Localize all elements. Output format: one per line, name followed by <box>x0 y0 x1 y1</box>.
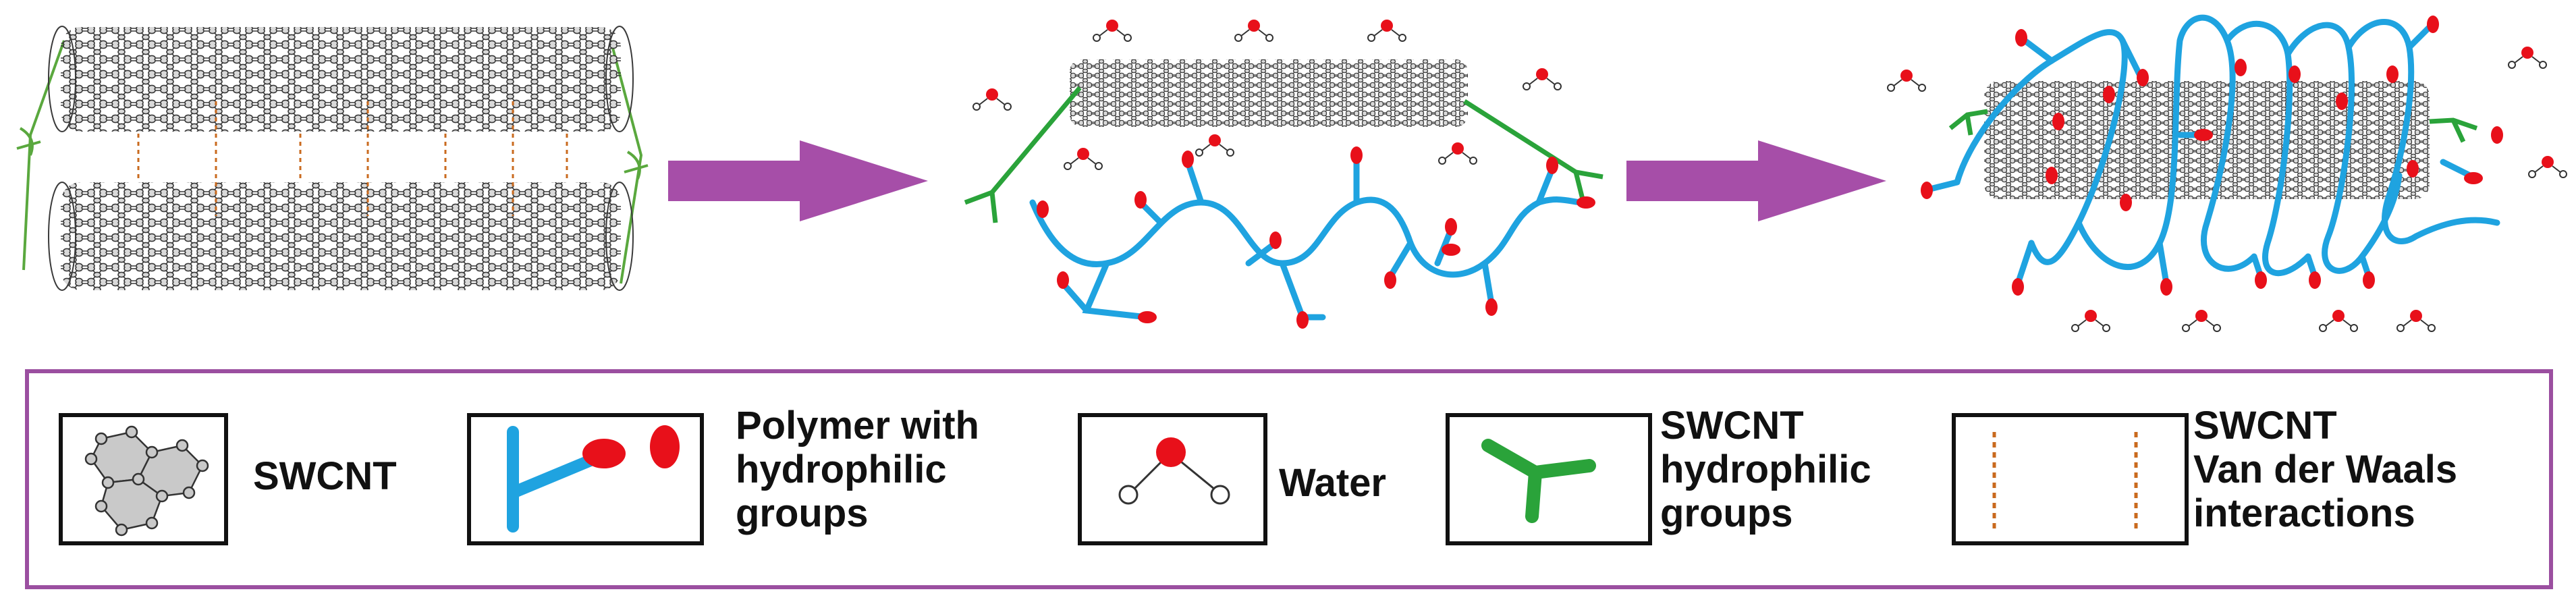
van-der-waals-interactions <box>137 101 568 216</box>
swcnt-hydrophilic-group <box>16 127 41 156</box>
legend-item-polymer: Polymer with hydrophilic groups <box>467 404 979 545</box>
swcnt-hydrophilic-group <box>964 86 1082 223</box>
swcnt-hydrophilic-group <box>22 40 65 271</box>
legend-label-water: Water <box>1279 461 1386 505</box>
legend-label-hydrophilic-1: SWCNT <box>1660 404 1804 447</box>
swcnt-hydrophilic-group <box>1948 109 1988 136</box>
van-der-waals-lines-icon <box>1992 432 2138 530</box>
water-molecules <box>1887 47 2567 332</box>
legend-label-hydrophilic-3: groups <box>1660 491 1793 535</box>
legend-label-polymer-1: Polymer with <box>736 404 979 447</box>
swcnt-hydrophilic-group <box>624 151 649 180</box>
legend-item-swcnt-hydrophilic: SWCNT hydrophilic groups <box>1446 404 1871 545</box>
legend-item-swcnt: SWCNT <box>59 413 397 545</box>
legend-item-vdw: SWCNT Van der Waals interactions <box>1952 404 2457 545</box>
swcnt-hydrophilic-group <box>2429 117 2478 143</box>
stage-3-wrapped-nanotube <box>1887 14 2567 332</box>
legend-label-vdw-2: Van der Waals <box>2193 447 2457 491</box>
polymer-hydrophilic-icon <box>507 425 680 533</box>
legend-label-polymer-2: hydrophilic <box>736 447 947 491</box>
nanotube-separated <box>1070 59 1468 127</box>
water-molecules <box>972 20 1562 170</box>
nanotube-lower <box>48 182 634 291</box>
water-molecule-icon <box>1118 437 1230 505</box>
legend-label-vdw-3: interactions <box>2193 491 2415 535</box>
nanotube-lattice-icon <box>84 425 209 537</box>
legend-label-hydrophilic-2: hydrophilic <box>1660 447 1871 491</box>
swcnt-hydrophilic-group <box>1463 99 1604 200</box>
process-arrow-1 <box>668 140 928 221</box>
polymer-hydrophilic-groups <box>1921 16 2503 296</box>
legend-item-water: Water <box>1078 413 1386 545</box>
legend-label-swcnt: SWCNT <box>253 454 397 498</box>
polymer-chain <box>1029 155 1586 321</box>
legend-label-vdw-1: SWCNT <box>2193 404 2337 447</box>
legend: SWCNT Polymer with hydrophilic groups <box>25 369 2553 589</box>
process-arrow-2 <box>1626 140 1886 221</box>
stage-1-bundled-nanotubes <box>16 26 649 291</box>
polymer-hydrophilic-groups <box>1037 146 1595 329</box>
swcnt-hydrophilic-group-icon <box>1481 439 1596 523</box>
stage-2-dispersing <box>964 20 1604 329</box>
legend-label-polymer-3: groups <box>736 491 869 535</box>
nanotube-upper <box>48 26 634 132</box>
